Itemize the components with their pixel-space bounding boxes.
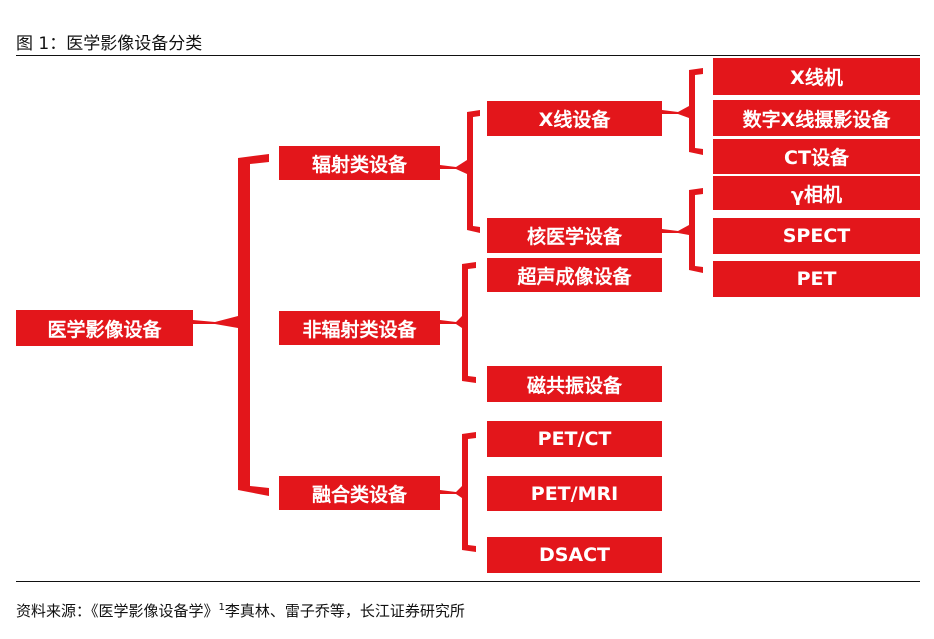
source-note: 资料来源：《医学影像设备学》1李真林、雷子乔等，长江证券研究所: [16, 600, 465, 621]
node-radiation: 辐射类设备: [279, 146, 440, 180]
node-dsact: DSACT: [487, 537, 662, 573]
brace-xray: [662, 68, 703, 155]
node-pet: PET: [713, 261, 920, 297]
node-non-radiation: 非辐射类设备: [279, 311, 440, 345]
source-prefix: 资料来源：《医学影像设备学》: [16, 602, 219, 620]
brace-radiation: [440, 110, 480, 233]
source-suffix: 李真林、雷子乔等，长江证券研究所: [224, 602, 465, 620]
node-root: 医学影像设备: [16, 310, 193, 346]
node-ct: CT设备: [713, 139, 920, 174]
brace-non-radiation: [440, 262, 476, 383]
node-mri: 磁共振设备: [487, 366, 662, 402]
node-spect: SPECT: [713, 218, 920, 254]
node-xray-machine: X线机: [713, 58, 920, 95]
figure-title: 图 1：医学影像设备分类: [16, 34, 203, 54]
source-footnote-mark: 1: [218, 602, 225, 613]
bottom-rule: [16, 581, 920, 582]
node-pet-ct: PET/CT: [487, 421, 662, 457]
node-nuclear: 核医学设备: [487, 218, 662, 253]
node-ultrasound: 超声成像设备: [487, 258, 662, 292]
brace-root: [193, 154, 269, 496]
node-digital-xray: 数字X线摄影设备: [713, 100, 920, 136]
node-pet-mri: PET/MRI: [487, 476, 662, 511]
brace-fusion: [440, 432, 476, 552]
node-xray: X线设备: [487, 101, 662, 136]
top-rule: [16, 55, 920, 56]
node-gamma-camera: γ相机: [713, 176, 920, 210]
brace-nuclear: [662, 188, 703, 273]
node-fusion: 融合类设备: [279, 476, 440, 510]
